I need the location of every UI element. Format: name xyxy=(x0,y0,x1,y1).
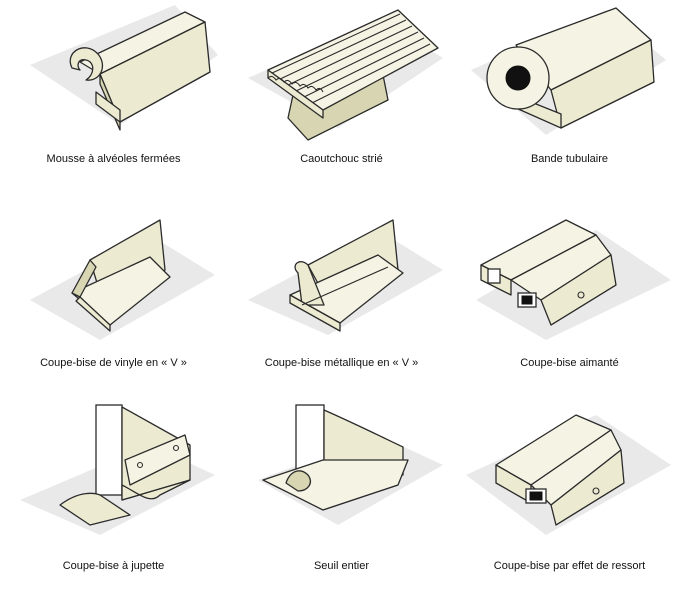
item-door-sweep: Coupe-bise à jupette xyxy=(0,404,227,605)
item-magnetic: Coupe-bise aimanté xyxy=(456,205,683,405)
item-tubular: Bande tubulaire xyxy=(456,0,683,200)
caption-metal-v: Coupe-bise métallique en « V » xyxy=(264,357,419,369)
foam-strip-illustration xyxy=(30,5,218,131)
vinyl-v-illustration xyxy=(30,219,215,340)
caption-vinyl-v: Coupe-bise de vinyle en « V » xyxy=(40,357,187,369)
tubular-strip-illustration xyxy=(471,7,666,135)
item-ribbed-rubber: Caoutchouc strié xyxy=(228,0,455,200)
metal-v-illustration xyxy=(248,219,443,335)
item-threshold: Seuil entier xyxy=(228,404,455,605)
caption-ribbed-rubber: Caoutchouc strié xyxy=(300,153,383,165)
caption-foam: Mousse à alvéoles fermées xyxy=(46,153,181,165)
caption-door-sweep: Coupe-bise à jupette xyxy=(62,560,165,572)
item-vinyl-v: Coupe-bise de vinyle en « V » xyxy=(0,205,227,405)
ribbed-rubber-illustration xyxy=(248,9,443,141)
caption-threshold: Seuil entier xyxy=(313,560,370,572)
item-foam: Mousse à alvéoles fermées xyxy=(0,0,227,200)
door-sweep-illustration xyxy=(20,404,215,535)
item-metal-v: Coupe-bise métallique en « V » xyxy=(228,205,455,405)
caption-magnetic: Coupe-bise aimanté xyxy=(520,357,619,369)
magnetic-illustration xyxy=(476,219,671,340)
caption-tubular: Bande tubulaire xyxy=(530,153,609,165)
caption-spring-tension: Coupe-bise par effet de ressort xyxy=(493,560,646,572)
item-spring-tension: Coupe-bise par effet de ressort xyxy=(456,405,683,605)
threshold-illustration xyxy=(258,404,443,525)
spring-tension-illustration xyxy=(466,414,671,535)
